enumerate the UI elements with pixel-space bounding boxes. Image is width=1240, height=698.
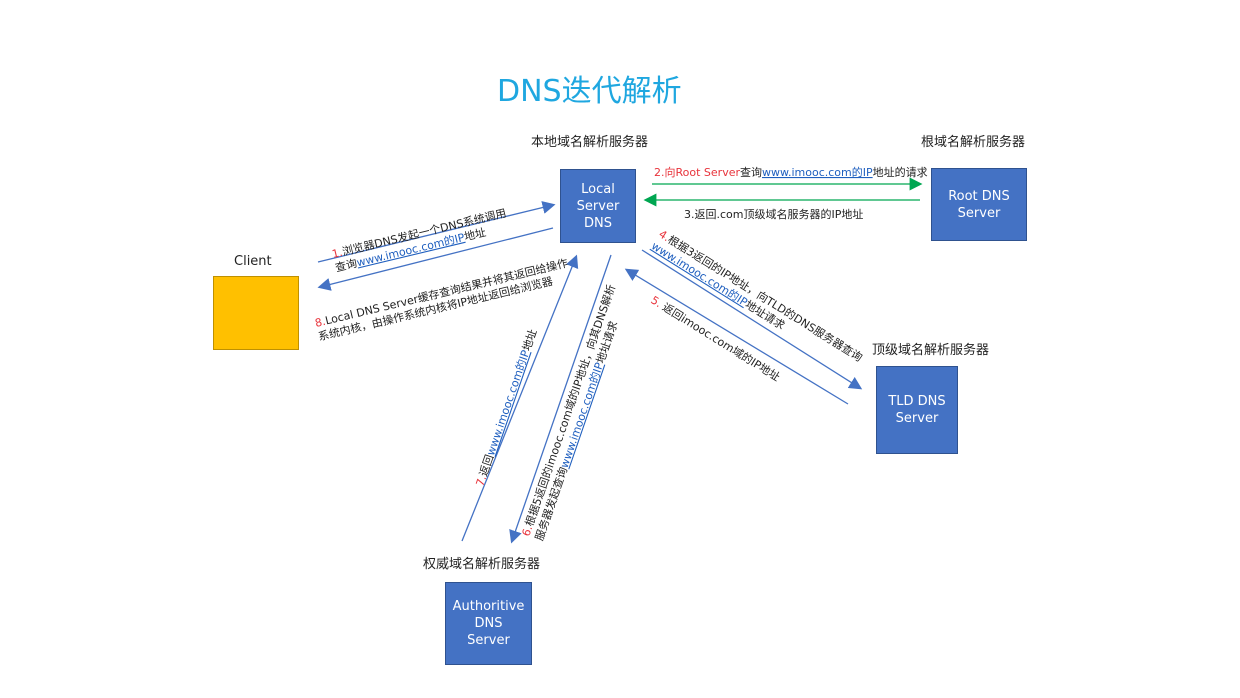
- step-3-label: 3.返回.com顶级域名服务器的IP地址: [684, 207, 863, 221]
- step-1-label: 1.浏览器DNS发起一个DNS系统调用 查询www.imooc.com的IP地址: [330, 205, 514, 275]
- auth-server-node: Authoritive DNS Server: [445, 582, 532, 665]
- client-label: Client: [234, 254, 272, 269]
- arrow-step-1: [317, 201, 556, 263]
- step-2-label: 2.向Root Server查询www.imooc.com的IP地址的请求: [654, 165, 928, 179]
- arrow-step-4: [641, 249, 863, 390]
- arrow-step-7: [461, 254, 579, 542]
- tld-server-node: TLD DNS Server: [876, 366, 958, 454]
- auth-server-heading: 权威域名解析服务器: [423, 557, 541, 572]
- local-server-node: Local Server DNS: [560, 169, 636, 243]
- step-4-label: 4.根据3返回的IP地址，向TLD的DNS服务器查询 www.imooc.com…: [649, 227, 868, 378]
- tld-server-heading: 顶级域名解析服务器: [872, 343, 990, 358]
- arrow-step-8: [317, 227, 554, 291]
- step-7-label: 7.返回www.imooc.com的IP地址: [473, 327, 540, 488]
- arrow-step-5: [624, 268, 849, 405]
- arrow-step-6: [509, 254, 612, 544]
- root-server-heading: 根域名解析服务器: [921, 135, 1026, 150]
- step-6-label: 6.根据5返回的imooc.com域的IP地址，向其DNS解析 服务器发起查询w…: [519, 279, 633, 542]
- local-server-heading: 本地域名解析服务器: [531, 135, 649, 150]
- client-node: [213, 276, 299, 350]
- root-server-node: Root DNS Server: [931, 168, 1027, 241]
- page-title: DNS迭代解析: [497, 74, 682, 109]
